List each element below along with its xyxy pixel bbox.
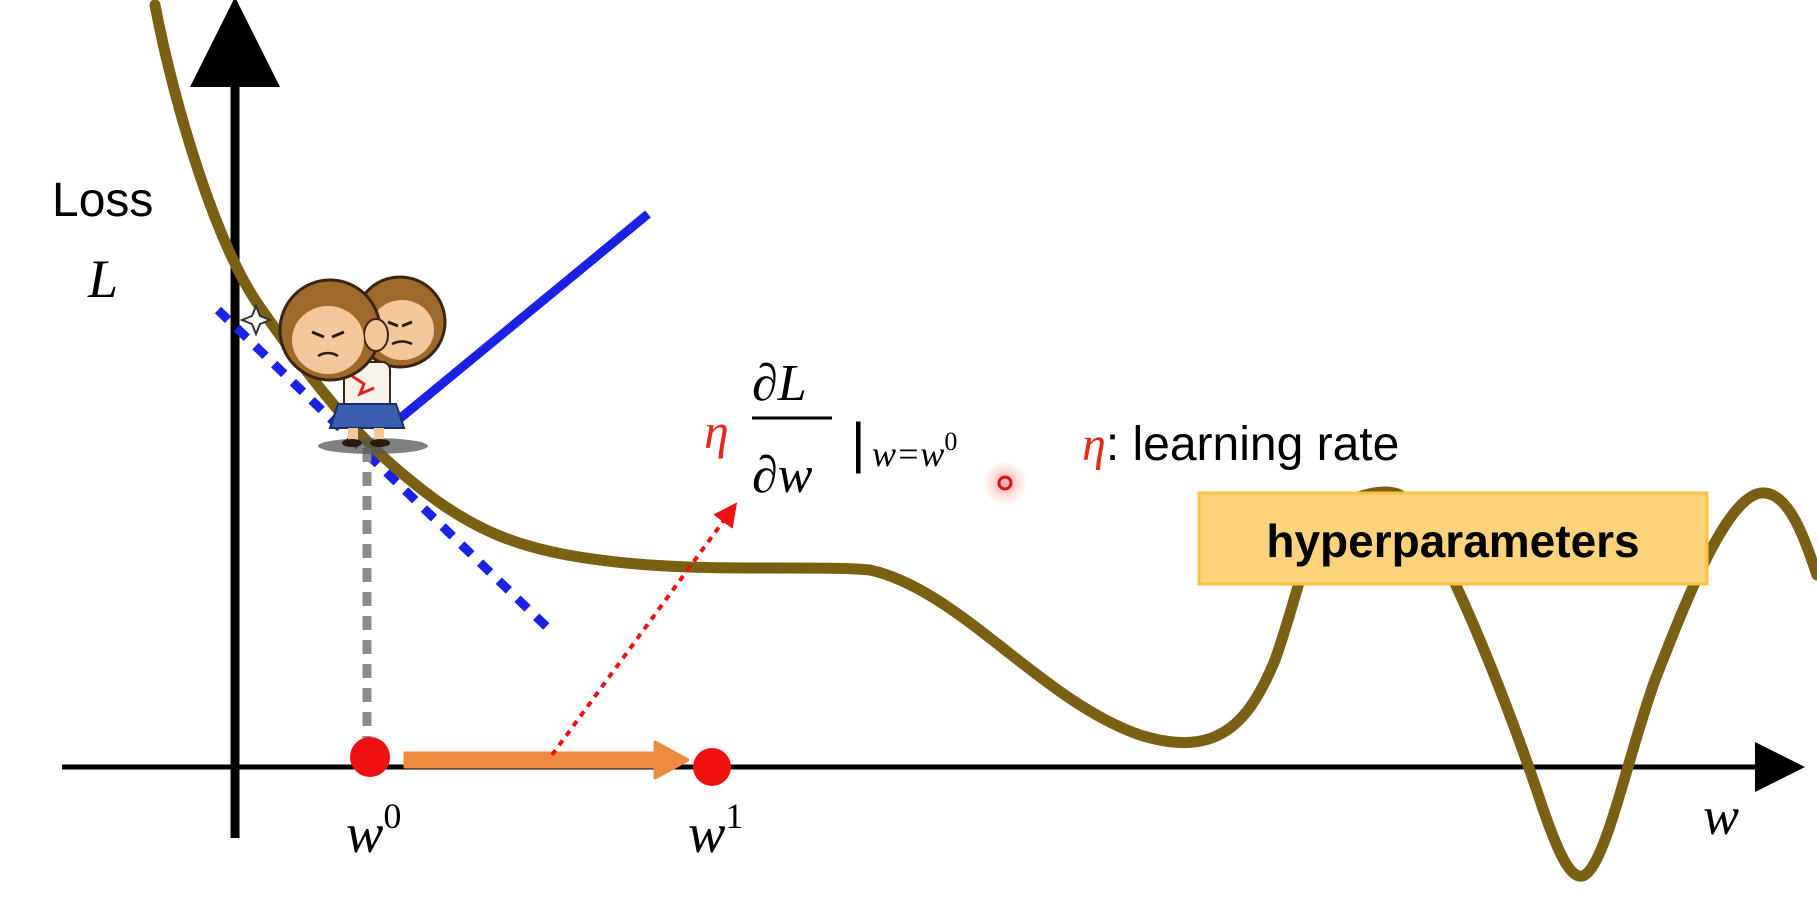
formula-eta: η — [704, 403, 729, 459]
y-axis-label-loss: Loss — [52, 174, 153, 227]
w1-label: w1 — [688, 796, 743, 865]
hyperparameters-text: hyperparameters — [1266, 515, 1639, 567]
point-w1 — [693, 748, 731, 786]
hyperparameters-banner: hyperparameters — [1199, 493, 1707, 584]
learning-rate-legend: η: learning rate — [1082, 418, 1399, 471]
y-axis-label-L: L — [87, 249, 118, 309]
point-w0 — [350, 737, 390, 777]
formula-denominator: ∂w — [752, 447, 813, 504]
step-arrow — [405, 742, 688, 778]
pointer-cursor-icon — [983, 461, 1027, 505]
formula-eval-bar: | — [851, 411, 866, 474]
formula-eval-condition: w=w0 — [872, 427, 957, 474]
gradient-formula: η ∂L ∂w | w=w0 — [704, 355, 957, 504]
formula-numerator: ∂L — [752, 355, 807, 412]
monkey-character-icon — [280, 277, 445, 454]
w0-label: w0 — [346, 796, 401, 865]
gradient-arrow — [552, 512, 730, 755]
x-axis-label-w: w — [1703, 786, 1739, 846]
